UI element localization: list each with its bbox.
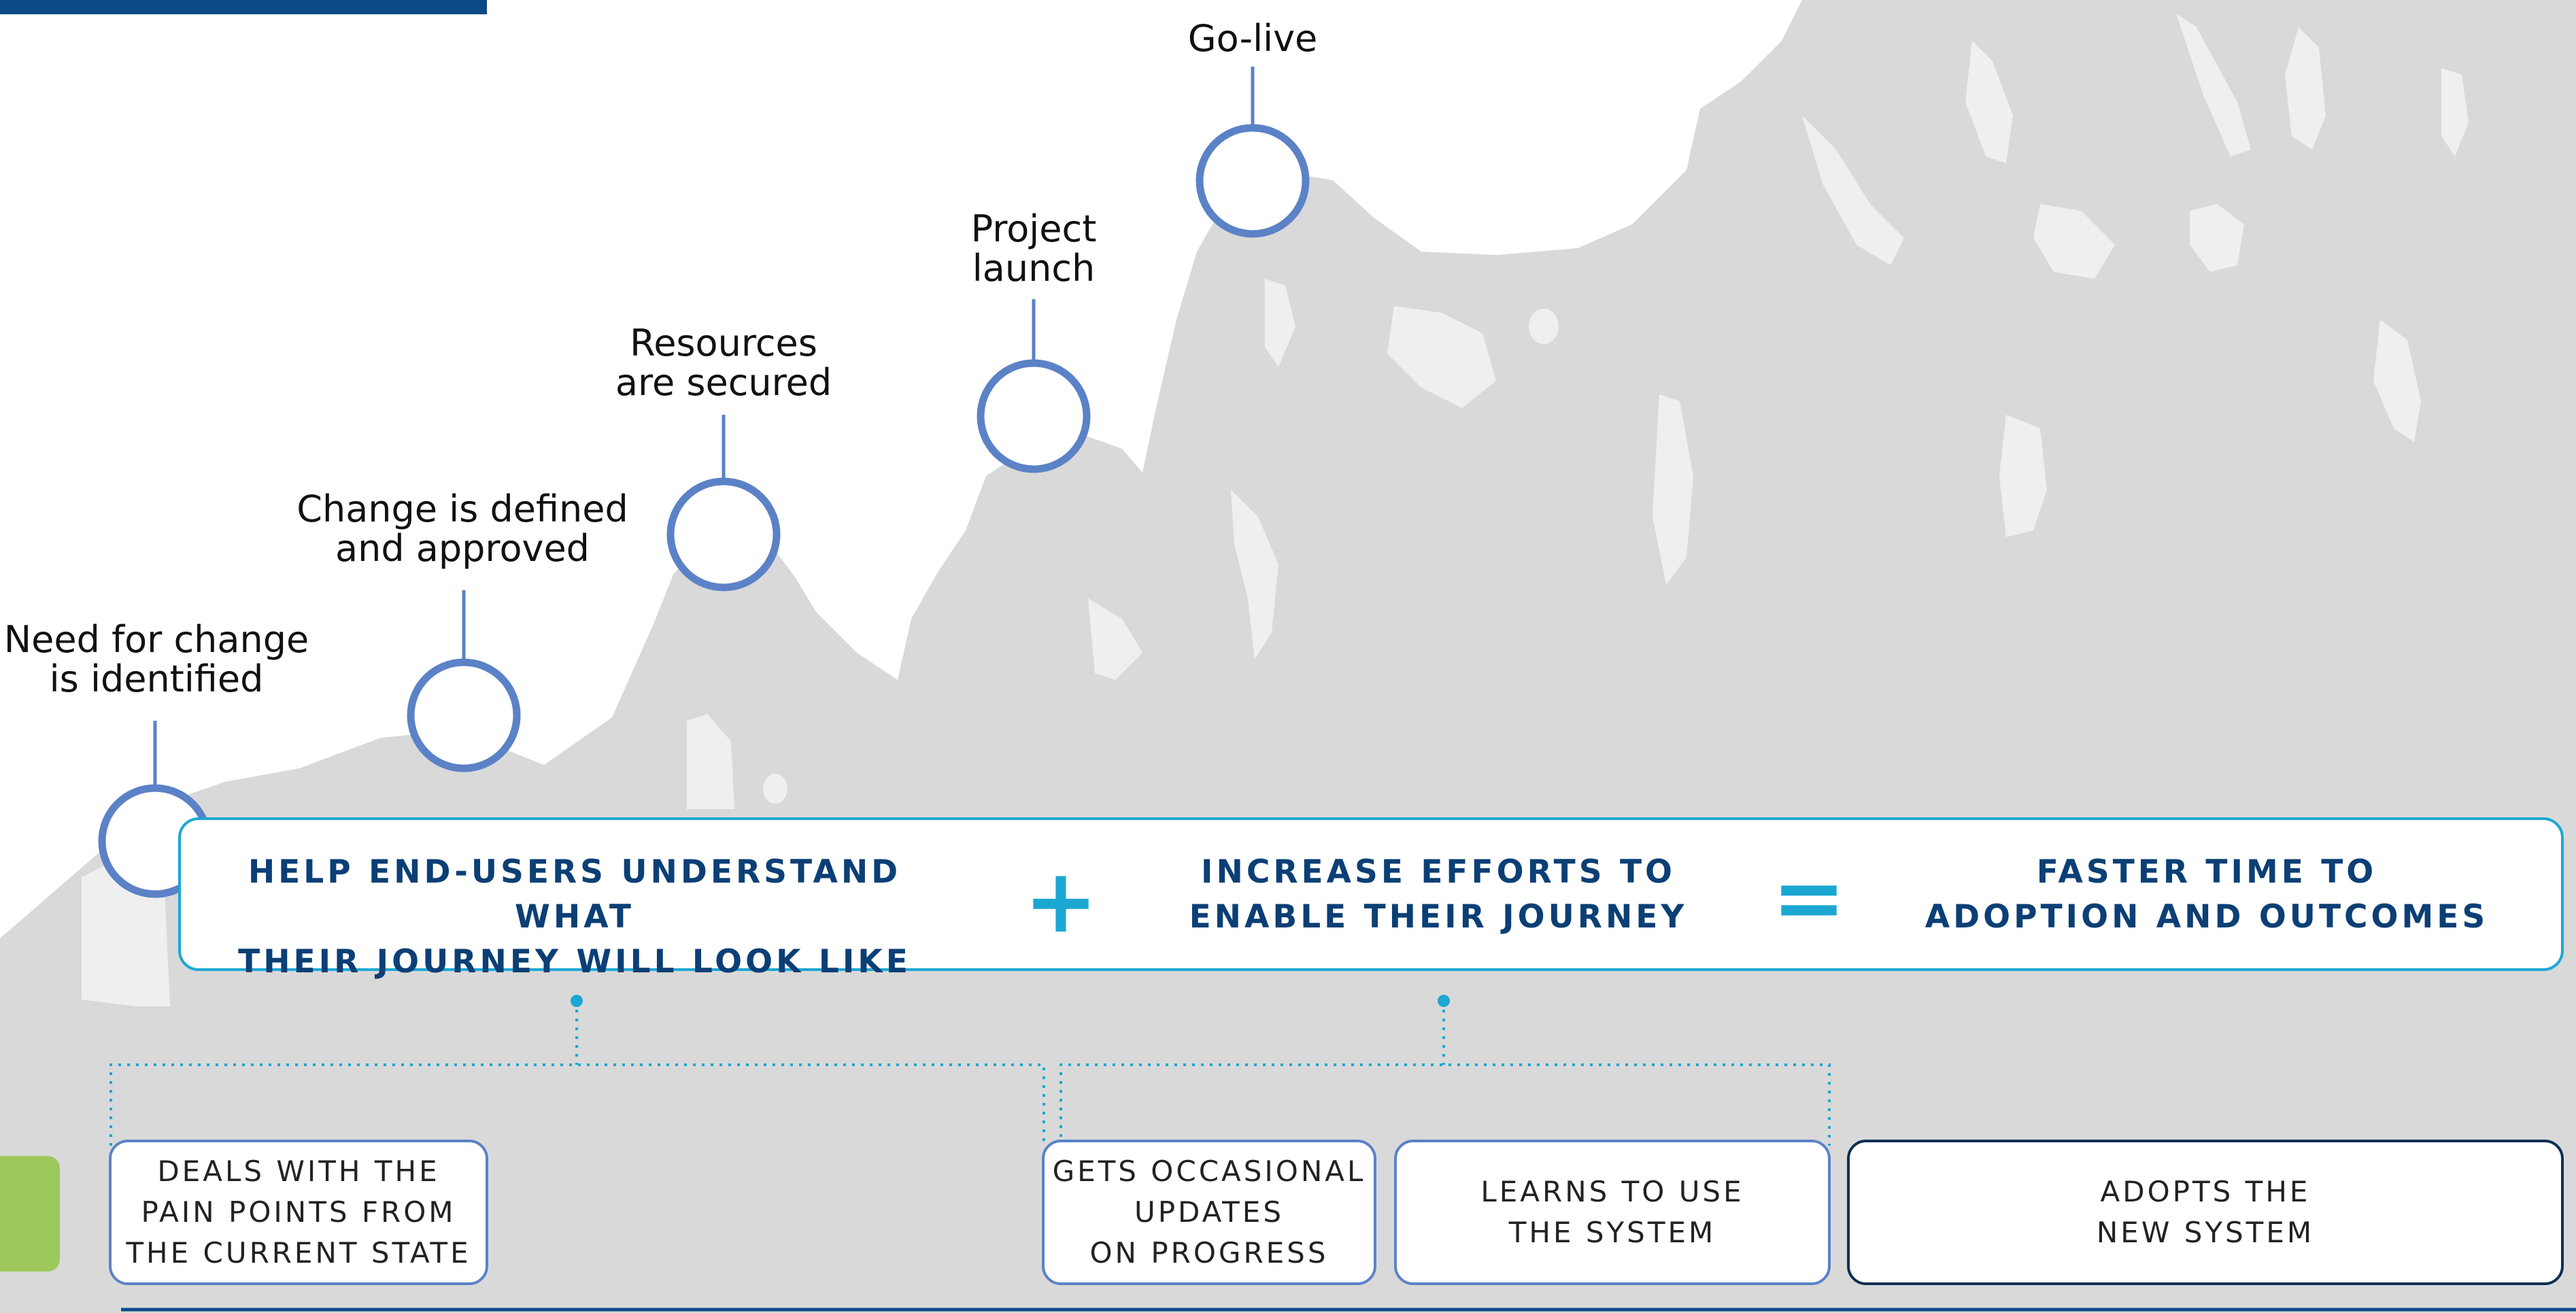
milestone-circle — [1196, 124, 1310, 238]
bracket-dot — [1438, 995, 1450, 1007]
bracket-dot — [571, 995, 583, 1007]
milestone-circle — [977, 359, 1091, 473]
dotted-brackets — [109, 1001, 1831, 1146]
equation-banner — [178, 817, 2564, 971]
milestone-label-need-for-change: Need for change is identified — [3, 618, 309, 700]
banner-left-text: HELP END-USERS UNDERSTAND WHAT THEIR JOU… — [238, 853, 911, 981]
stage-box-learns-system: LEARNS TO USE THE SYSTEM — [1394, 1140, 1831, 1285]
milestone-markers — [98, 67, 1310, 898]
milestone-label-change-defined: Change is defined and approved — [296, 488, 628, 570]
banner-middle-text: INCREASE EFFORTS TO ENABLE THEIR JOURNEY — [1189, 853, 1688, 936]
banner-right-text: FASTER TIME TO ADOPTION AND OUTCOMES — [1925, 853, 2489, 936]
milestone-circle — [666, 477, 781, 592]
bracket-left — [109, 1001, 1045, 1146]
top-accent-bar — [0, 0, 487, 14]
bracket-right — [1060, 1001, 1831, 1146]
stage-box-pain-points: DEALS WITH THE PAIN POINTS FROM THE CURR… — [109, 1140, 488, 1285]
stage-box-occasional-updates: GETS OCCASIONAL UPDATES ON PROGRESS — [1042, 1140, 1376, 1285]
snow-patches — [82, 14, 2469, 1006]
green-side-tab — [0, 1156, 60, 1272]
equals-sign: = — [1772, 846, 1846, 949]
stage-box-adopts-system: ADOPTS THE NEW SYSTEM — [1847, 1140, 2564, 1285]
milestone-label-project-launch: Project launch — [970, 207, 1097, 290]
milestone-label-resources-secured: Resources are secured — [615, 322, 832, 404]
milestone-circle — [407, 658, 521, 772]
milestone-label-go-live: Go-live — [1187, 17, 1318, 60]
plus-sign: + — [1023, 849, 1098, 953]
